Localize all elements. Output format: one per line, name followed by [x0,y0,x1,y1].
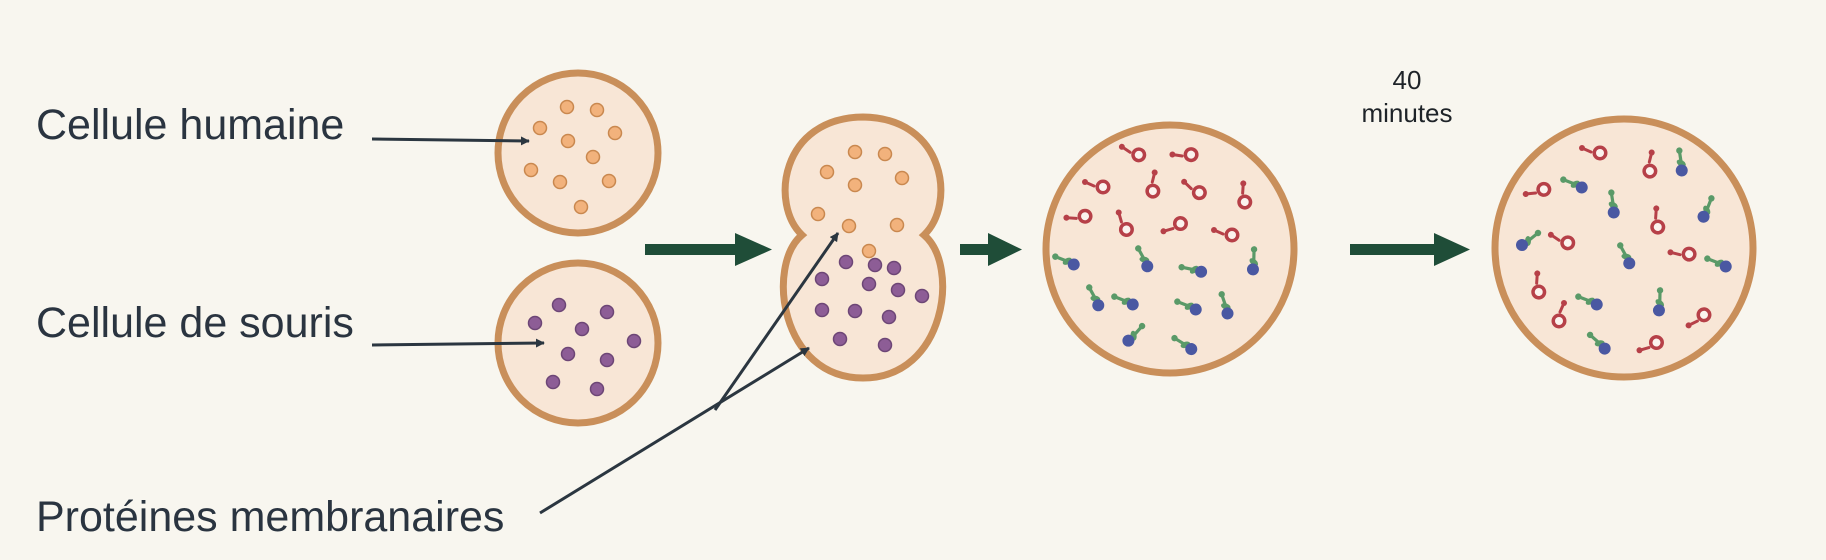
time-value: 40 [1392,65,1422,95]
mouse-protein-dot [589,381,605,397]
human-cell [494,69,662,237]
human-protein-dot [589,102,605,118]
time-label: 40 minutes [1327,64,1487,129]
mouse-cell-label: Cellule de souris [36,299,354,347]
hybrid-cell [779,113,947,382]
mouse-protein-dot [847,303,863,319]
human-protein-dot [877,146,893,162]
mouse-protein-dot [599,304,615,320]
mouse-protein-dot [832,331,848,347]
human-cell-pointer [371,136,530,146]
process-arrow-icon [645,233,772,266]
human-protein-dot [889,217,905,233]
human-protein-dot [607,125,623,141]
mouse-protein-dot [861,276,877,292]
membrane-proteins-label: Protéines membranaires [36,493,505,541]
human-protein-dot [841,218,857,234]
pointer-lines [371,136,840,515]
human-protein-dot [585,149,601,165]
mouse-protein-dot [599,352,615,368]
human-protein-dot [819,164,835,180]
process-arrow-icon [1350,233,1470,266]
mouse-protein-dot [814,302,830,318]
mouse-protein-dot [890,282,906,298]
time-unit: minutes [1361,97,1453,128]
mouse-cell-proteins [527,297,642,397]
human-protein-dot [894,170,910,186]
protein-pointer-to-mouse [539,346,810,515]
human-protein-dot [847,177,863,193]
mouse-protein-dot [527,315,543,331]
fused-cell-initial [1042,121,1298,377]
mouse-protein-dot [886,260,902,276]
human-protein-dot [810,206,826,222]
mouse-protein-dot [626,333,642,349]
protein-pointer-to-human [713,232,840,411]
mouse-protein-dot [877,337,893,353]
mouse-protein-dot [560,346,576,362]
human-protein-dot [559,99,575,115]
mouse-protein-dot [551,297,567,313]
mouse-protein-dot [914,288,930,304]
human-cell-proteins [523,99,623,215]
human-cell-label: Cellule humaine [36,101,345,149]
human-protein-dot [523,162,539,178]
human-protein-dot [601,173,617,189]
mouse-protein-dot [814,271,830,287]
human-protein-dot [861,243,877,259]
mouse-cell-pointer [371,338,545,348]
human-protein-dot [847,144,863,160]
process-arrow-icon [960,233,1022,266]
mouse-protein-dot [545,374,561,390]
mouse-protein-dot [838,254,854,270]
human-protein-dot [573,199,589,215]
mouse-protein-dot [881,309,897,325]
mouse-protein-dot [867,257,883,273]
fused-cell-after-time [1491,115,1757,381]
hybrid-cell-proteins [810,144,930,353]
mouse-protein-dot [574,321,590,337]
human-protein-dot [560,133,576,149]
human-protein-dot [532,120,548,136]
human-protein-dot [552,174,568,190]
